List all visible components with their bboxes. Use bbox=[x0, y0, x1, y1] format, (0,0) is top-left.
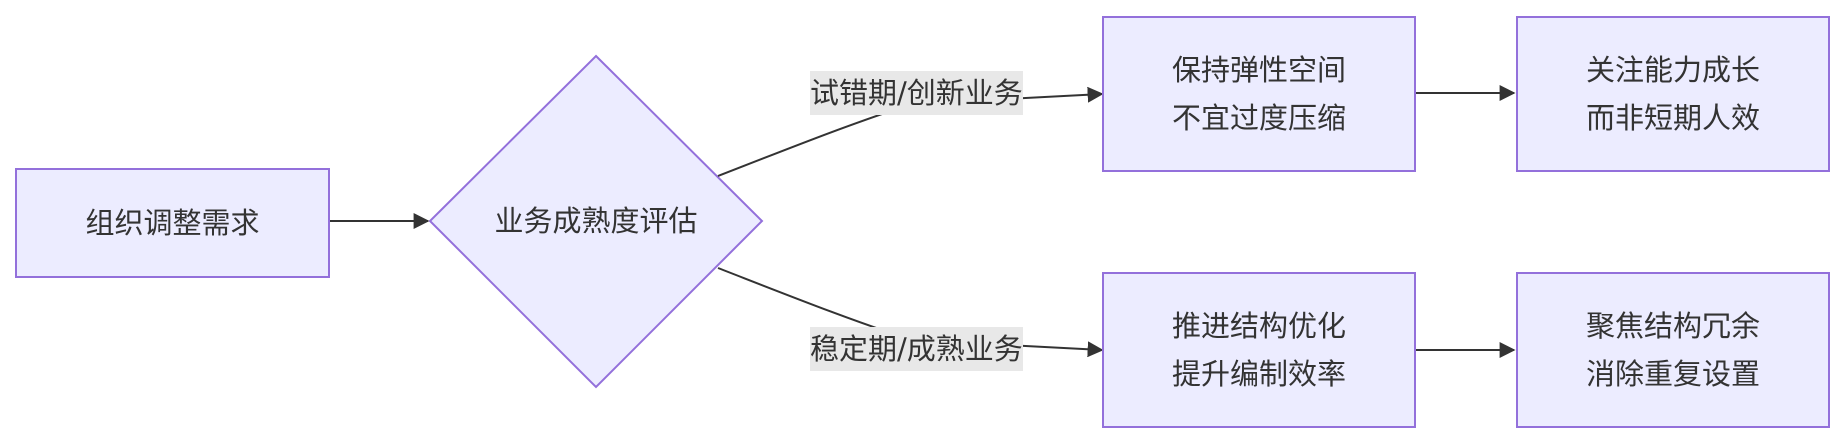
node-bottom-end-line1: 聚焦结构冗余 bbox=[1585, 309, 1760, 343]
node-bottom-mid-line1: 推进结构优化 bbox=[1171, 309, 1346, 343]
node-bottom-end-line2: 消除重复设置 bbox=[1585, 357, 1760, 391]
node-bottom-mid-line2: 提升编制效率 bbox=[1171, 357, 1346, 391]
node-top-mid[interactable]: 保持弹性空间 不宜过度压缩 bbox=[1102, 16, 1416, 172]
node-bottom-end[interactable]: 聚焦结构冗余 消除重复设置 bbox=[1516, 272, 1830, 428]
decision-label: 业务成熟度评估 bbox=[494, 204, 698, 238]
node-top-end-line1: 关注能力成长 bbox=[1585, 53, 1760, 87]
edge-label-bottom: 稳定期/成熟业务 bbox=[810, 327, 1023, 371]
node-top-end-line2: 而非短期人效 bbox=[1585, 101, 1760, 135]
node-start[interactable]: 组织调整需求 bbox=[15, 168, 330, 278]
node-bottom-mid[interactable]: 推进结构优化 提升编制效率 bbox=[1102, 272, 1416, 428]
edge-label-top: 试错期/创新业务 bbox=[810, 71, 1023, 115]
node-top-end[interactable]: 关注能力成长 而非短期人效 bbox=[1516, 16, 1830, 172]
node-top-mid-line1: 保持弹性空间 bbox=[1171, 53, 1346, 87]
node-top-mid-line2: 不宜过度压缩 bbox=[1171, 101, 1346, 135]
node-start-label: 组织调整需求 bbox=[85, 206, 260, 240]
decision-diamond[interactable] bbox=[428, 54, 764, 389]
